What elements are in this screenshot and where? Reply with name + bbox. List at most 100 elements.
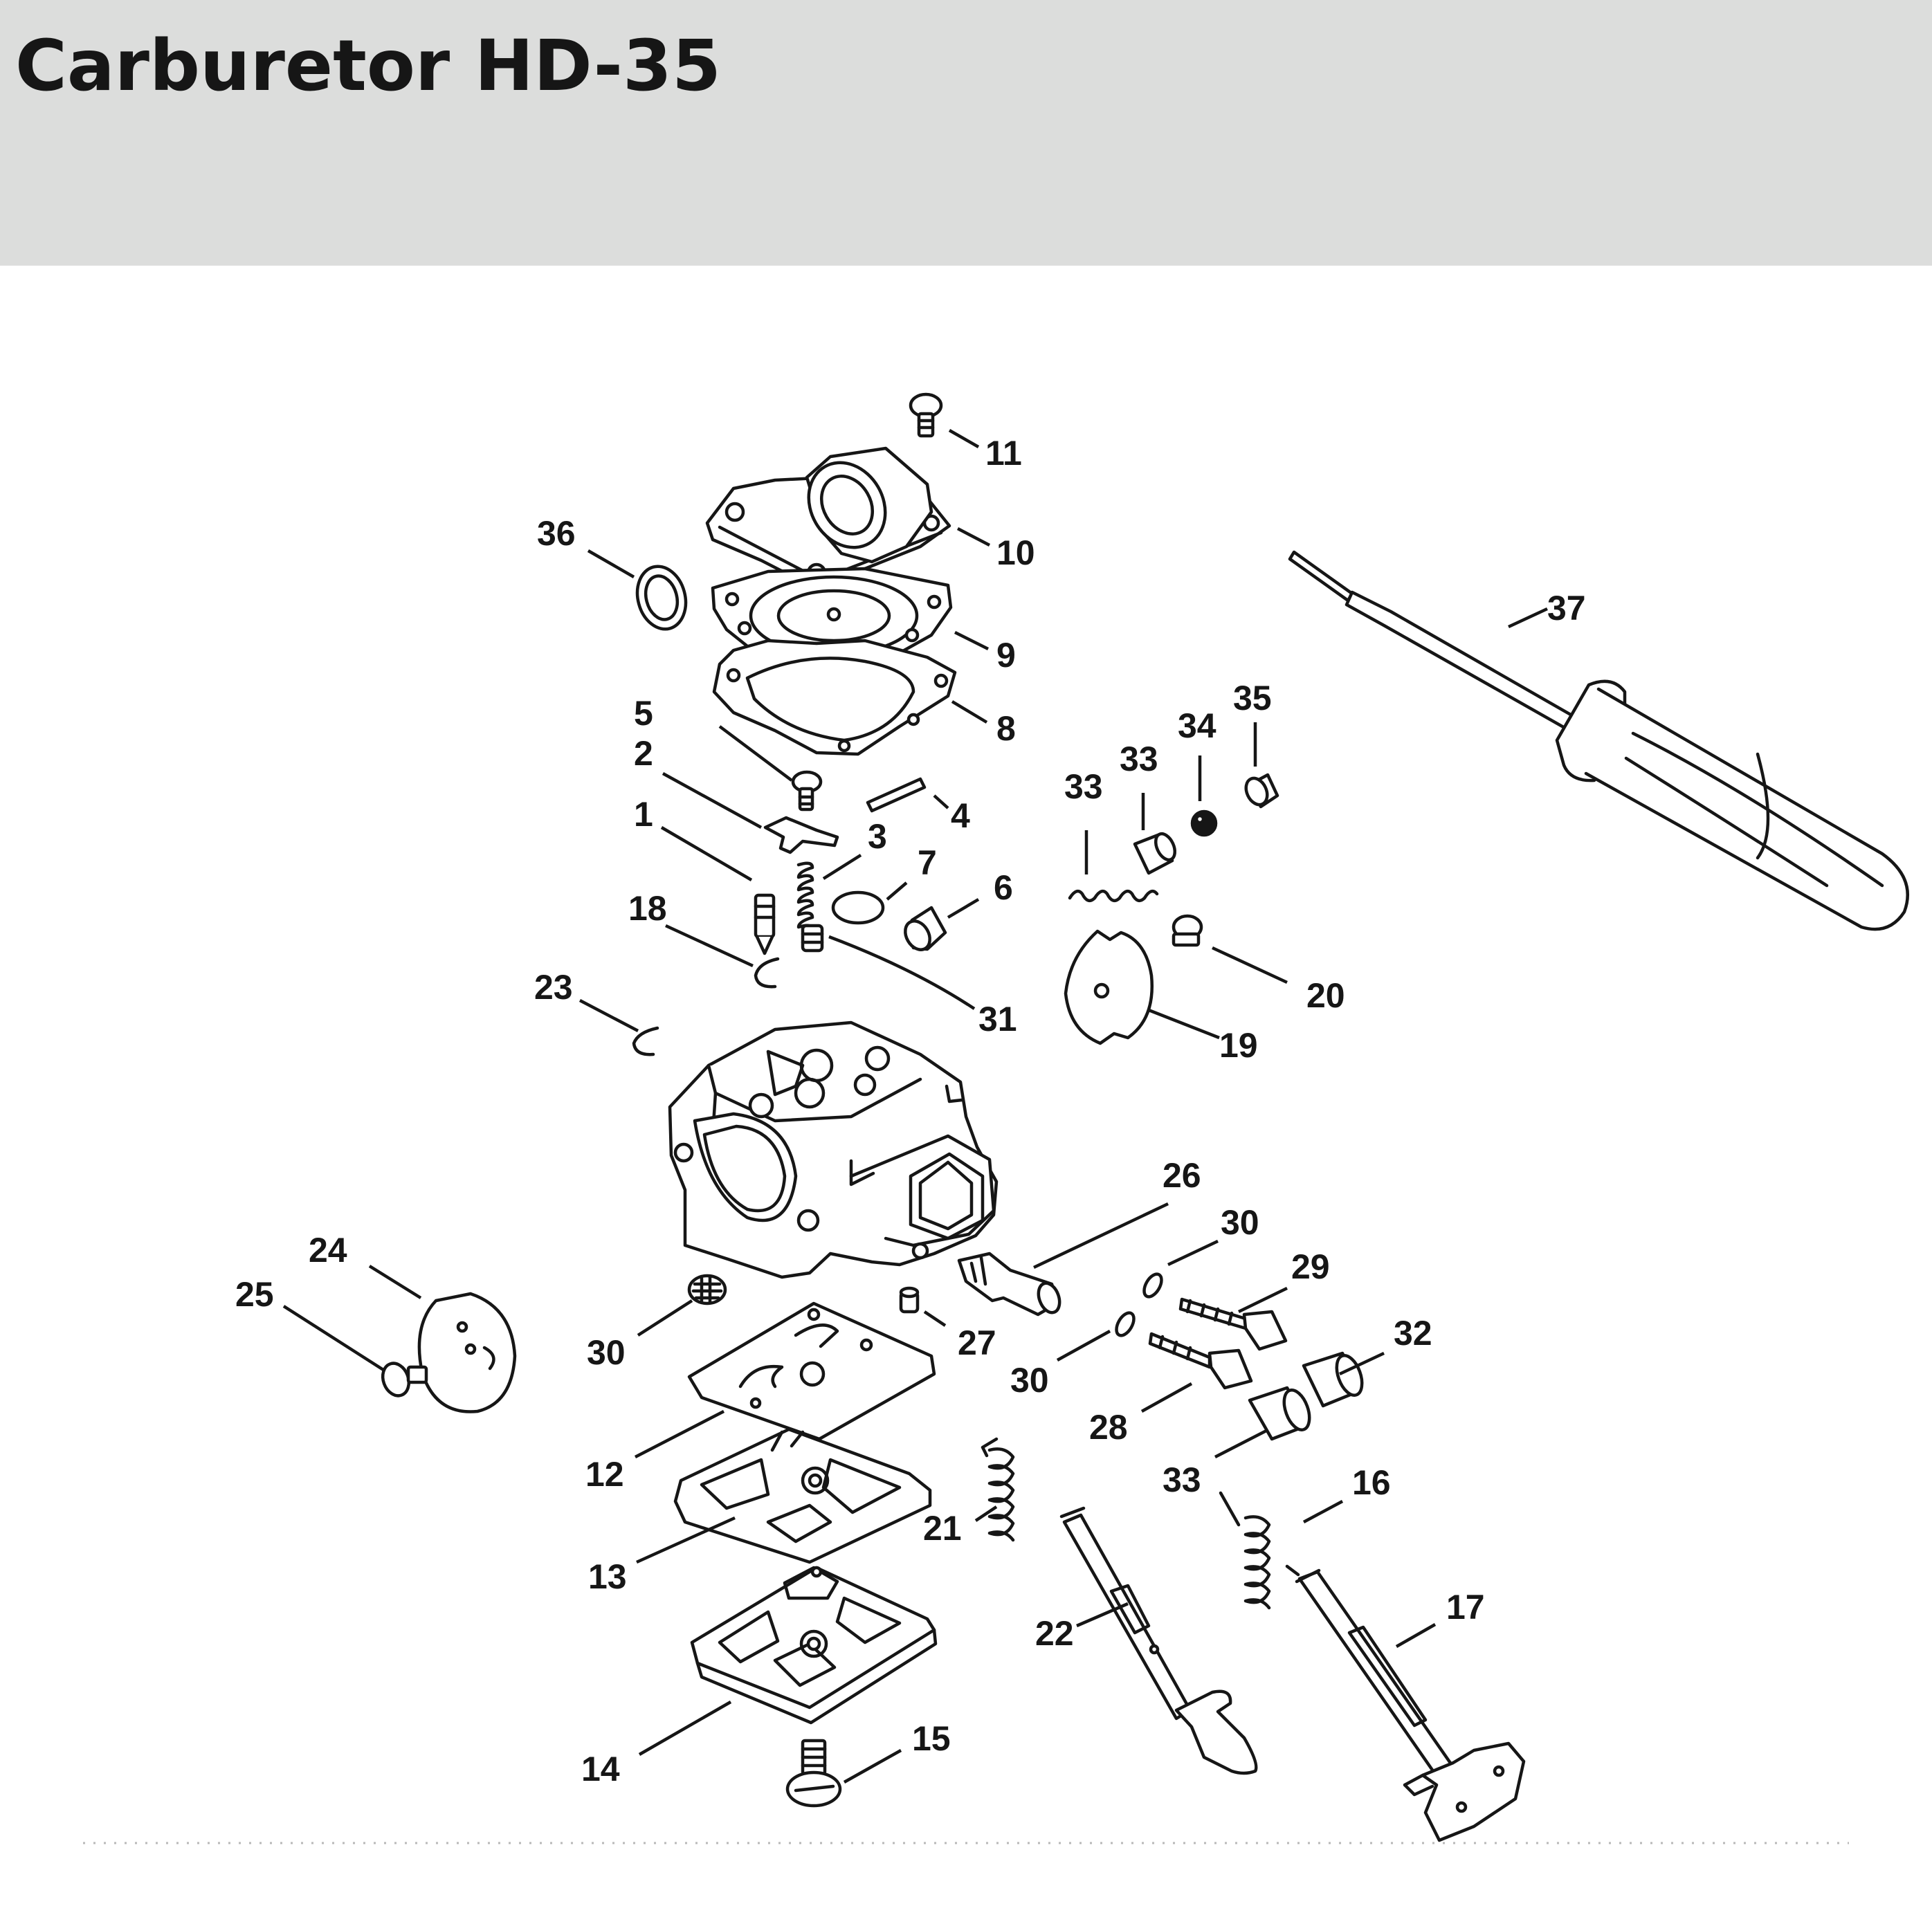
leader-21 [974, 1505, 998, 1522]
part-36-ball [1190, 809, 1218, 837]
part-16-torsion-spring [1219, 1491, 1300, 1610]
leader-24 [368, 1265, 422, 1299]
part-35-sleeve [1133, 832, 1177, 875]
callout-15: 15 [912, 1719, 951, 1758]
callout-28: 28 [1089, 1408, 1128, 1447]
part-24-throttle-plate [417, 1292, 517, 1413]
leader-lines [282, 429, 1548, 1784]
part-2-control-lever [763, 816, 839, 854]
part-33-limiter-cap-lower [1248, 1386, 1311, 1441]
part-34-spring [1068, 889, 1159, 903]
callout-7: 7 [918, 843, 937, 882]
leader-6 [947, 898, 980, 919]
callout-32: 31 [978, 1000, 1017, 1038]
leader-27 [923, 1310, 947, 1327]
callout-27: 27 [958, 1323, 996, 1362]
leader-29 [1238, 1286, 1288, 1314]
part-33-limiter-cap-upper [1302, 1351, 1364, 1408]
leader-28 [1140, 1382, 1193, 1413]
part-29-adjusting-screw [1178, 1297, 1288, 1351]
part-20-screw [1172, 914, 1203, 947]
part-13-gasket [673, 1427, 932, 1564]
leader-31 [637, 1299, 693, 1337]
callout-4: 4 [951, 796, 970, 835]
callout-24: 24 [309, 1231, 347, 1270]
callout-21: 21 [923, 1509, 962, 1548]
callout-1: 1 [634, 795, 653, 834]
part-38-o-ring [635, 565, 688, 631]
leader-33-upper [1339, 1351, 1385, 1376]
part-11-screw [909, 392, 943, 438]
callout-17: 17 [1446, 1588, 1485, 1627]
part-12-metering-diaphragm [687, 1301, 936, 1441]
leader-23 [578, 999, 639, 1032]
leader-25 [282, 1305, 385, 1371]
leader-11 [948, 429, 980, 448]
part-30-o-ring-upper [1142, 1272, 1163, 1299]
part-6-plug [904, 906, 947, 951]
callout-39: 37 [1547, 589, 1586, 627]
part-3-spring [796, 861, 814, 932]
part-28-adjusting-screw [1148, 1332, 1253, 1390]
callout-33-upper: 32 [1394, 1314, 1432, 1353]
callout-23: 23 [534, 968, 573, 1007]
leader-3 [822, 854, 862, 880]
part-25-screw [381, 1362, 428, 1398]
part-4-pin [866, 777, 927, 813]
part-23-e-clip [632, 1026, 659, 1056]
callout-5: 5 [634, 694, 653, 733]
callout-36: 34 [1178, 706, 1216, 745]
part-5-screw [791, 770, 823, 812]
leader-7 [886, 881, 908, 901]
leader-4 [933, 794, 949, 809]
callout-2: 2 [634, 734, 653, 773]
callout-33-lower: 33 [1163, 1460, 1201, 1499]
callout-11: 11 [985, 434, 1022, 473]
leader-26 [1033, 1202, 1169, 1270]
part-26-main-jet [957, 1252, 1061, 1317]
part-39-screwdriver [1288, 550, 1910, 931]
callout-3: 3 [868, 817, 887, 856]
carburetor-body [668, 1020, 999, 1279]
part-7-welch-plug [831, 890, 885, 925]
leader-30-lower [1056, 1330, 1111, 1362]
part-15-screw [785, 1739, 842, 1808]
leader-33-lower [1214, 1429, 1268, 1459]
callout-34: 33 [1064, 767, 1103, 806]
callout-9: 9 [996, 636, 1016, 675]
callout-14: 14 [581, 1750, 620, 1788]
part-22-choke-shaft [1059, 1506, 1258, 1775]
part-17-throttle-shaft [1295, 1568, 1526, 1842]
callout-29: 29 [1291, 1247, 1330, 1286]
leader-39 [1508, 607, 1548, 629]
part-27-pin [899, 1286, 920, 1314]
leader-12 [634, 1410, 725, 1458]
title-bar: Carburetor HD-35 [0, 0, 1932, 266]
callout-30-upper: 30 [1221, 1203, 1259, 1242]
callout-10: 10 [996, 533, 1035, 572]
part-19-valve-plate [1064, 929, 1154, 1045]
leader-14 [638, 1701, 732, 1756]
leader-10 [956, 527, 991, 547]
part-1-inlet-needle [754, 893, 776, 955]
callout-18: 18 [628, 889, 667, 928]
callout-37: 35 [1233, 679, 1272, 717]
part-18-e-clip [754, 957, 780, 989]
leader-22 [1076, 1602, 1129, 1628]
leader-15 [843, 1749, 902, 1784]
leader-9 [954, 630, 990, 651]
leader-19 [1148, 1008, 1220, 1040]
leader-1 [660, 826, 753, 881]
callout-22: 22 [1035, 1614, 1074, 1653]
part-8-gasket [712, 639, 957, 756]
parts-artwork [381, 392, 1910, 1842]
part-37-cap [1244, 773, 1279, 809]
callout-25: 25 [235, 1275, 274, 1314]
part-30-o-ring-lower [1115, 1311, 1136, 1337]
page-title: Carburetor HD-35 [15, 25, 721, 107]
part-14-end-cover [690, 1566, 938, 1725]
leader-32 [828, 935, 976, 1010]
callout-13: 13 [588, 1557, 627, 1596]
callout-19: 19 [1219, 1026, 1258, 1065]
